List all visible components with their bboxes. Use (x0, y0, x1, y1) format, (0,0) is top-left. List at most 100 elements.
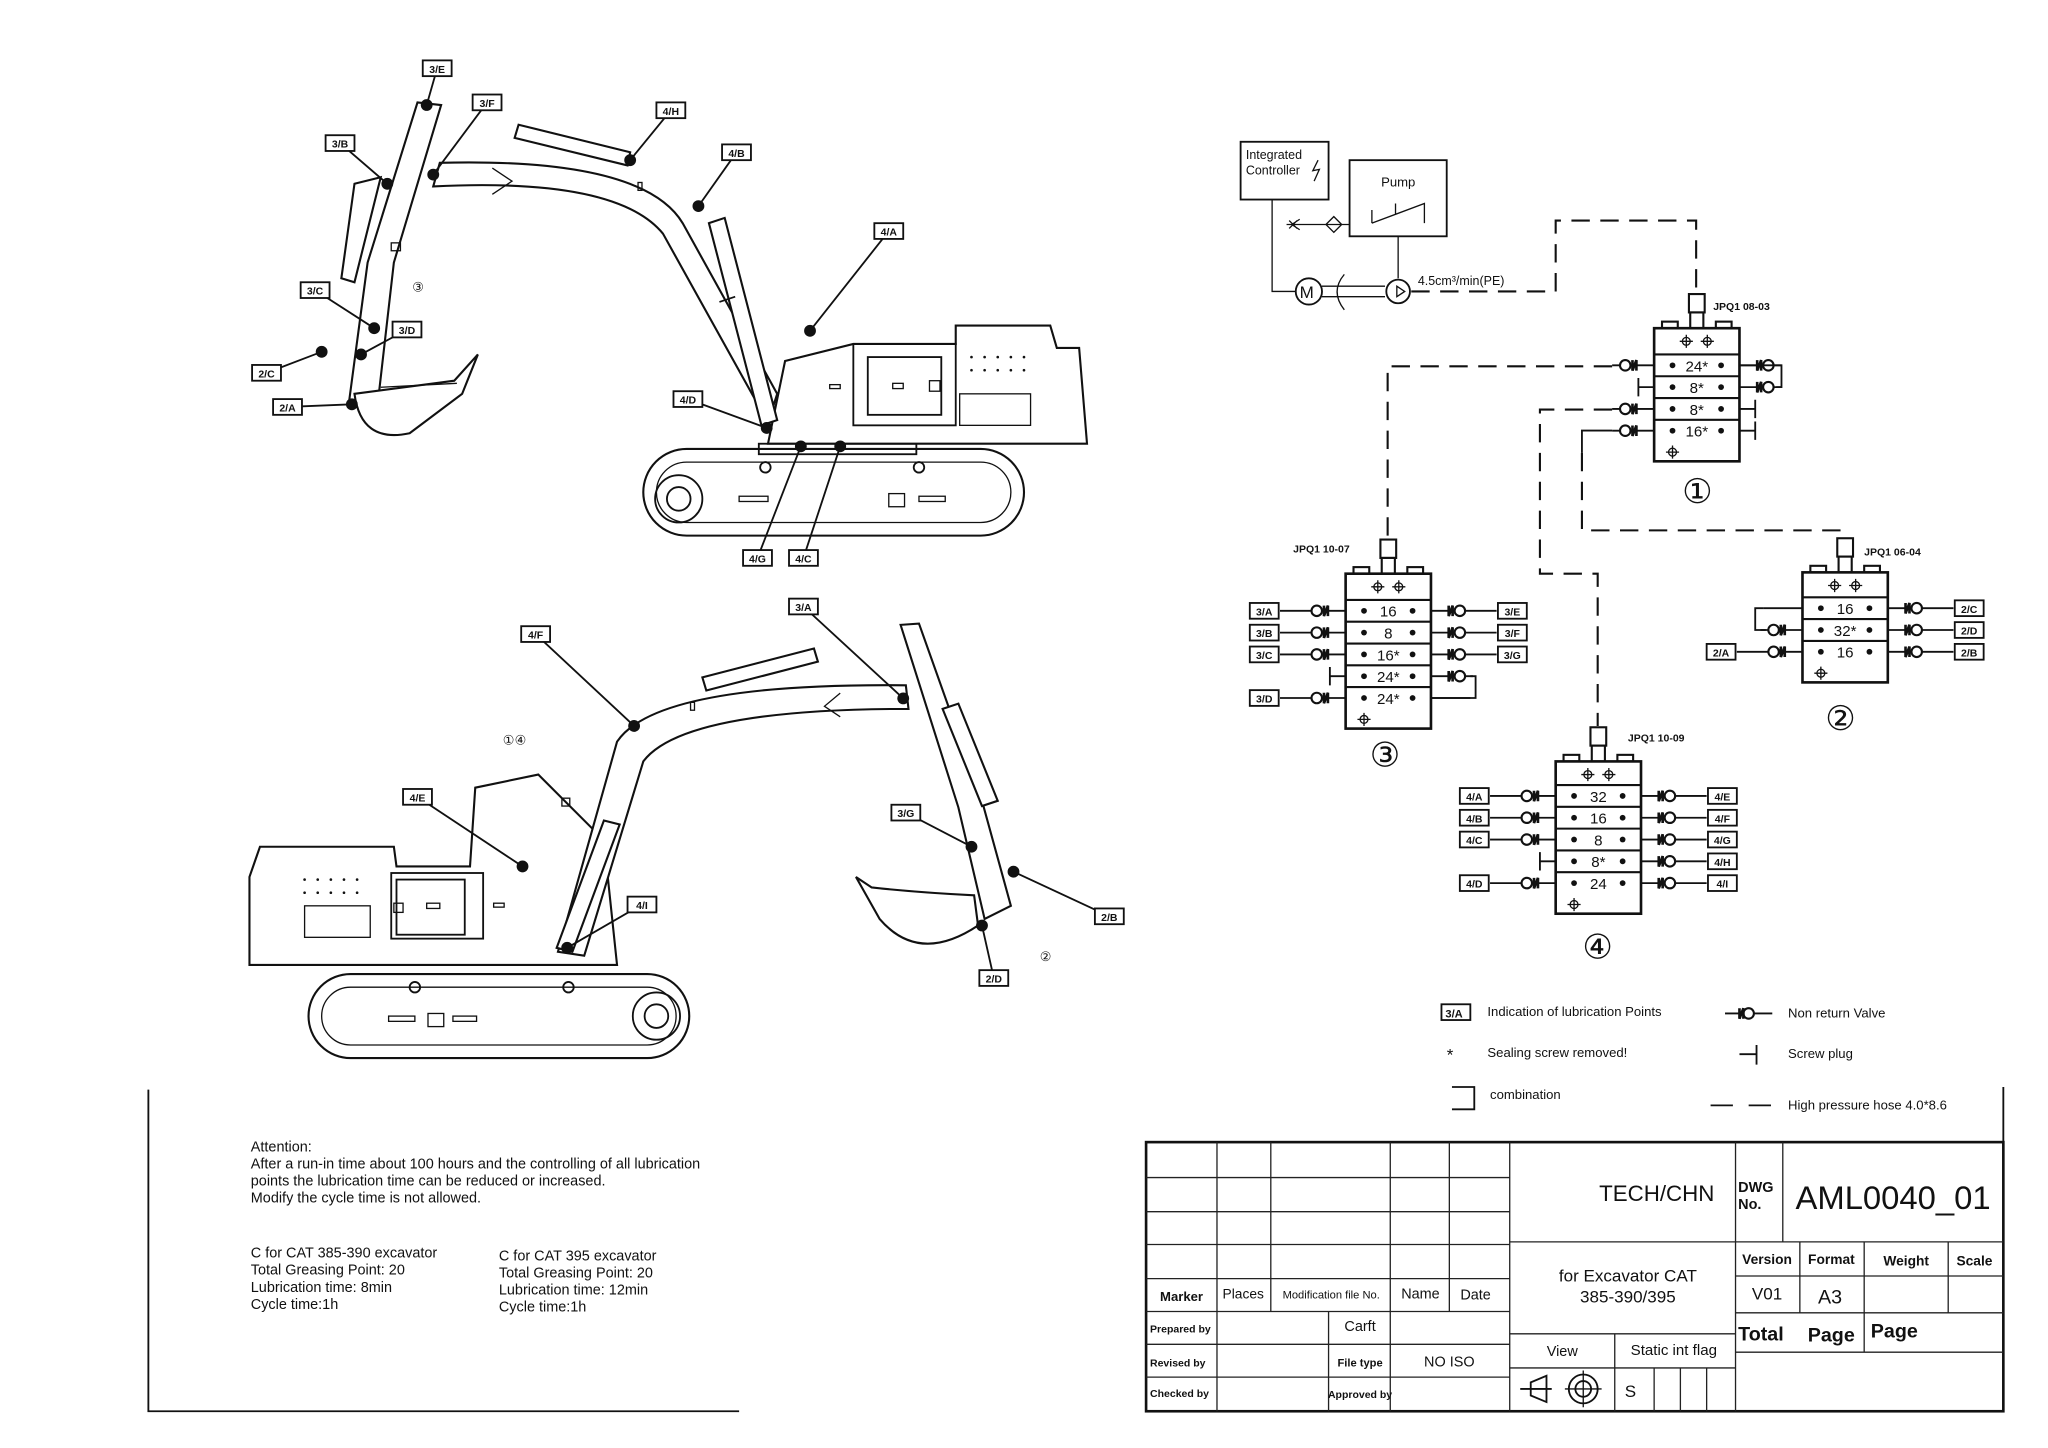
drawing-line (1532, 812, 1540, 824)
lubrication-point-tag: 4/H (1707, 852, 1738, 871)
drawing-line (1689, 311, 1705, 330)
distributor-model: JPQ1 08-03 (1713, 301, 1770, 313)
drawing-text: 3/B (1256, 628, 1273, 640)
drawing-text: Integrated (1246, 148, 1302, 162)
drawing-text: 16 (1837, 645, 1854, 662)
lubrication-point-tag: 2/B (1953, 643, 1985, 661)
non-return-valve-icon (1657, 833, 1677, 846)
drawing-number: AML0040_01 (1795, 1179, 1990, 1216)
grease-point (420, 99, 433, 111)
drawing-text: 8* (1690, 380, 1704, 397)
drawing-line (689, 701, 696, 711)
drawing-line (355, 878, 359, 881)
lubrication-point-tag: 4/F (1707, 808, 1738, 827)
drawing-text: 385-390/395 (1580, 1287, 1676, 1306)
drawing-line (1564, 1370, 1602, 1408)
drawing-line (1322, 273, 1386, 311)
drawing-text: 8* (1690, 402, 1704, 419)
drawing-text: No. (1738, 1197, 1761, 1213)
drawing-line (1953, 621, 1985, 639)
drawing-line (1619, 880, 1626, 886)
drawing-line (1409, 607, 1416, 614)
grease-point (760, 422, 773, 434)
screw-plug-icon (1637, 377, 1655, 397)
drawing-line (324, 134, 356, 152)
non-return-valve-icon (1657, 789, 1677, 803)
non-return-valve-icon (1725, 1007, 1773, 1020)
drawing-line (1453, 604, 1467, 618)
drawing-line (1663, 833, 1677, 846)
point-marker: ② (1040, 949, 1052, 964)
distributor-row: 16 2/A 2/B (1705, 643, 1985, 662)
drawing-text: C for CAT 385-390 excavator (251, 1246, 438, 1262)
drawing-line (1707, 830, 1738, 849)
drawing-line (899, 622, 1013, 921)
drawing-text: 16* (1377, 647, 1400, 664)
drawing-line (1022, 368, 1026, 372)
drawing-line (912, 461, 926, 474)
distributor-number: ④ (1582, 928, 1613, 966)
drawing-line (380, 382, 457, 388)
drawing-line (1371, 580, 1385, 594)
drawing-text: 4/A (1466, 792, 1483, 804)
lubrication-point-tag: 2/C (251, 364, 282, 382)
upper-structure (766, 324, 1089, 445)
drawing-text: Places (1223, 1286, 1264, 1301)
drawing-line (1817, 648, 1824, 655)
lubrication-point-tag: 4/A (1458, 787, 1490, 805)
legend: 3/A Indication of lubrication Points * S… (1440, 1003, 1947, 1112)
drawing-line (666, 486, 692, 512)
drawing-line (1581, 429, 1613, 453)
drawing-line (1248, 689, 1280, 707)
drawing-text: 8* (1591, 854, 1605, 871)
drawing-line (316, 891, 320, 895)
drawing-line (1361, 607, 1367, 614)
drawing-text: 3/B (332, 139, 349, 151)
drawing-line (1669, 427, 1676, 434)
drawing-line (307, 973, 691, 1060)
drawing-text: 4/F (528, 630, 544, 642)
drawing-line (642, 447, 1026, 537)
drawing-line (1619, 836, 1626, 843)
drawing-text: Attention: (251, 1139, 312, 1155)
drawing-line (1409, 673, 1416, 680)
leader-line (697, 151, 738, 207)
lubrication-point-tag: 4/C (788, 549, 819, 567)
drawing-line (1657, 790, 1664, 802)
stick-cylinder (701, 647, 820, 692)
drawing-text: 2/A (1713, 647, 1730, 659)
drawing-line (1828, 578, 1842, 593)
drawing-text: 4/A (881, 227, 898, 239)
drawing-line (1458, 808, 1490, 827)
drawing-line (1520, 876, 1534, 890)
drawing-text: 3/D (399, 325, 416, 337)
drawing-text: Prepared by (1150, 1323, 1211, 1335)
drawing-text: 4/H (1714, 857, 1730, 869)
grease-point (1007, 865, 1020, 878)
leader-line (416, 796, 524, 868)
drawing-line (1371, 202, 1426, 224)
drawing-line (1093, 907, 1125, 926)
drawing-line (1380, 556, 1396, 575)
drawing-line (1440, 1003, 1472, 1021)
drawing-line (1520, 811, 1534, 825)
drawing-text: 3/G (1504, 650, 1521, 662)
drawing-line (408, 981, 422, 994)
drawing-line (1496, 645, 1528, 664)
drawing-line (1396, 284, 1406, 298)
lubrication-point-tag: 3/B (324, 134, 356, 152)
drawing-line (340, 175, 383, 284)
non-return-valve-icon (1618, 424, 1638, 438)
drawing-line (452, 1015, 478, 1023)
drawing-text: 3/E (429, 64, 445, 76)
lubrication-point-tag: 2/D (1953, 621, 1985, 639)
drawing-line (643, 1003, 670, 1029)
distributor-row: 8* 4/H (1539, 852, 1738, 871)
drawing-text: Version (1742, 1252, 1792, 1267)
screw-plug-icon (1739, 399, 1757, 419)
drawing-text: Non return Valve (1788, 1005, 1885, 1020)
drawing-text: After a run-in time about 100 hours and … (251, 1156, 700, 1172)
drawing-line (1657, 877, 1664, 889)
drawing-text: 16 (1380, 604, 1397, 621)
